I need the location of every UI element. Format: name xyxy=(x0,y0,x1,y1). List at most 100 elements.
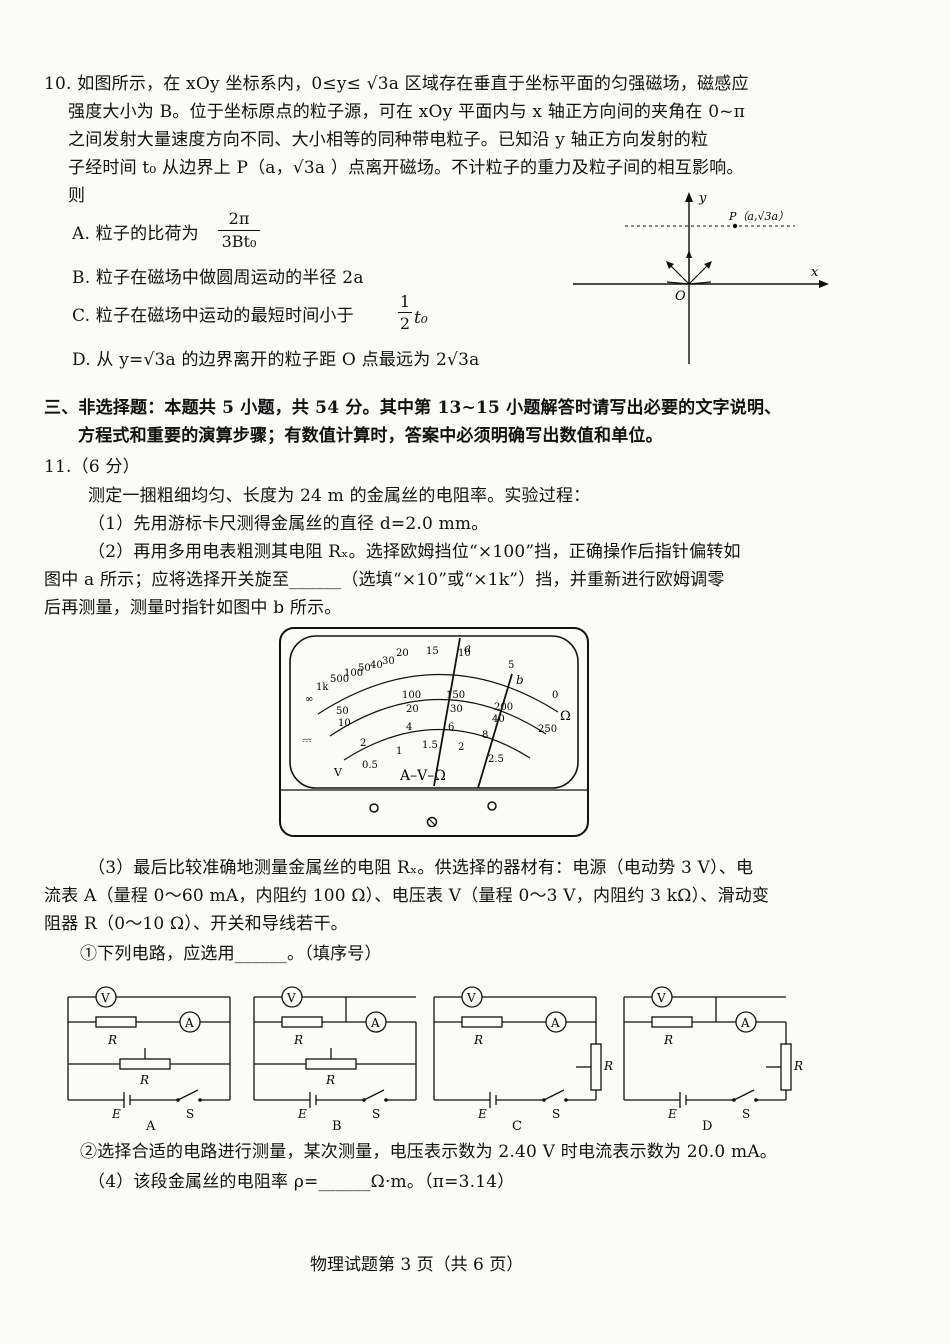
voltmeter-icon xyxy=(461,986,483,1008)
origin-label: O xyxy=(675,289,686,304)
low-label: 2 xyxy=(458,742,464,753)
voltmeter-label: V xyxy=(286,991,296,1005)
mid-label: 20 xyxy=(406,704,419,715)
option-c-fraction: 1 2 xyxy=(398,291,412,334)
voltmeter-label: V xyxy=(466,991,476,1005)
zero-adjust-knob-slot xyxy=(428,818,436,826)
pointer-b-label: b xyxy=(516,673,524,687)
ohm-label: 100 xyxy=(344,668,363,679)
option-c-suffix: t₀ xyxy=(414,308,429,328)
section3-heading-line-2: 方程式和重要的演算步骤；有数值计算时，答案中必须明确写出数值和单位。 xyxy=(78,426,663,446)
low-label: 6 xyxy=(448,722,454,733)
q11-head: 11.（6 分） xyxy=(44,457,140,477)
circuit-tag: D xyxy=(702,1119,712,1132)
rx-label: R xyxy=(293,1033,303,1047)
adjust-screw-left[interactable] xyxy=(369,803,379,813)
point-p-label: P（a,√3a） xyxy=(728,210,789,223)
ohm-scale-labels: ∞ 1k 500 100 50 40 30 20 15 10 5 0 xyxy=(305,646,558,705)
circuit-tag: B xyxy=(332,1119,342,1132)
zero-adjust-knob[interactable] xyxy=(426,816,438,828)
velocity-arrow-far-right xyxy=(688,281,712,285)
rheostat-label: R xyxy=(325,1073,335,1087)
ohm-label: 5 xyxy=(508,660,514,671)
q11-line-3: （2）再用多用电表粗测其电阻 Rₓ。选择欧姆挡位“×100”挡，正确操作后指针偏… xyxy=(88,542,741,562)
switch-blade xyxy=(733,1089,755,1101)
q11-line-1: 测定一捆粗细均匀、长度为 24 m 的金属丝的电阻率。实验过程： xyxy=(88,486,591,506)
option-a-fraction: 2π 3Bt₀ xyxy=(218,208,260,253)
ohm-label: 500 xyxy=(330,674,349,685)
mid-label: 200 xyxy=(494,702,513,713)
circuit-tag: A xyxy=(145,1119,156,1132)
rx-label: R xyxy=(663,1033,673,1047)
ammeter-label: A xyxy=(740,1016,750,1030)
meter-window xyxy=(289,635,579,789)
battery-label: E xyxy=(111,1107,121,1121)
mid-label: 250 xyxy=(538,724,557,735)
ohm-label: 15 xyxy=(426,646,439,657)
adjust-screw-right[interactable] xyxy=(487,801,497,811)
rx-resistor-icon xyxy=(461,1016,503,1028)
rheostat-label: R xyxy=(793,1059,803,1073)
ammeter-label: A xyxy=(550,1016,560,1030)
switch-blade xyxy=(543,1089,565,1101)
q10-stem-line-4: 子经时间 t₀ 从边界上 P（a，√3a ）点离开磁场。不计粒子的重力及粒子间的… xyxy=(68,158,744,178)
rheostat-label: R xyxy=(139,1073,149,1087)
switch-label: S xyxy=(742,1107,750,1121)
battery-label: E xyxy=(297,1107,307,1121)
voltmeter-icon xyxy=(95,986,117,1008)
low-label: 2.5 xyxy=(488,754,504,765)
ammeter-label: A xyxy=(184,1016,194,1030)
switch-label: S xyxy=(552,1107,560,1121)
low-scale-arc xyxy=(343,728,531,761)
omega-label: Ω xyxy=(560,709,571,724)
velocity-arrowhead-right xyxy=(704,261,712,269)
ohm-label: 30 xyxy=(382,656,395,667)
rx-resistor-icon xyxy=(651,1016,693,1028)
q11-part3-line-3: 阻器 R（0～10 Ω）、开关和导线若干。 xyxy=(44,914,348,934)
ohm-label: 1k xyxy=(316,682,329,693)
ohm-label: ∞ xyxy=(305,694,313,705)
rx-label: R xyxy=(473,1033,483,1047)
q11-part4-line: （4）该段金属丝的电阻率 ρ=______Ω·m。（π=3.14） xyxy=(88,1172,515,1192)
circuit-tag: C xyxy=(512,1119,522,1132)
rheostat-icon xyxy=(590,1043,602,1091)
rx-label: R xyxy=(107,1033,117,1047)
y-axis-label: y xyxy=(698,191,707,206)
q11-part3-line-2: 流表 A（量程 0～60 mA，内阻约 100 Ω）、电压表 V（量程 0～3 … xyxy=(44,886,770,906)
meter-label: A–V–Ω xyxy=(399,768,446,784)
mid-label: 50 xyxy=(336,706,349,717)
q10-option-c: C. 粒子在磁场中运动的最短时间小于 xyxy=(72,304,354,328)
voltmeter-icon xyxy=(651,986,673,1008)
low-label: 4 xyxy=(406,722,412,733)
option-c-denominator: 2 xyxy=(399,314,411,333)
rx-resistor-icon xyxy=(281,1016,323,1028)
voltmeter-label: V xyxy=(656,991,666,1005)
mid-label: 10 xyxy=(338,718,351,729)
q11-part3-line-5: ②选择合适的电路进行测量，某次测量，电压表示数为 2.40 V 时电流表示数为 … xyxy=(80,1142,777,1162)
option-a-numerator: 2π xyxy=(218,208,260,231)
mid-scale-arc xyxy=(329,698,547,737)
mid-label: 150 xyxy=(446,690,465,701)
q11-part3-line-4: ①下列电路，应选用______。（填序号） xyxy=(80,944,382,964)
ohm-label: 40 xyxy=(370,660,383,671)
velocity-arrow-left xyxy=(668,263,690,285)
low-label: 0.5 xyxy=(362,760,378,771)
switch-blade xyxy=(363,1089,385,1101)
velocity-arrow-far-left xyxy=(666,281,690,285)
q10-option-a: A. 粒子的比荷为 xyxy=(72,222,199,246)
option-c-numerator: 1 xyxy=(398,292,412,313)
pointer-a-label: a xyxy=(464,641,471,655)
voltmeter-icon xyxy=(281,986,303,1008)
q10-stem-line-5: 则 xyxy=(68,186,86,206)
rheostat-label: R xyxy=(603,1059,613,1073)
pointer-a xyxy=(433,637,461,787)
page-footer: 物理试题第 3 页（共 6 页） xyxy=(310,1255,524,1275)
section3-heading-line-1: 三、非选择题：本题共 5 小题，共 54 分。其中第 13~15 小题解答时请写… xyxy=(44,398,782,418)
velocity-arrowhead-left xyxy=(666,261,674,269)
q10-stem-line-2: 强度大小为 B。位于坐标原点的粒子源，可在 xOy 平面内与 x 轴正方向间的夹… xyxy=(68,102,746,122)
